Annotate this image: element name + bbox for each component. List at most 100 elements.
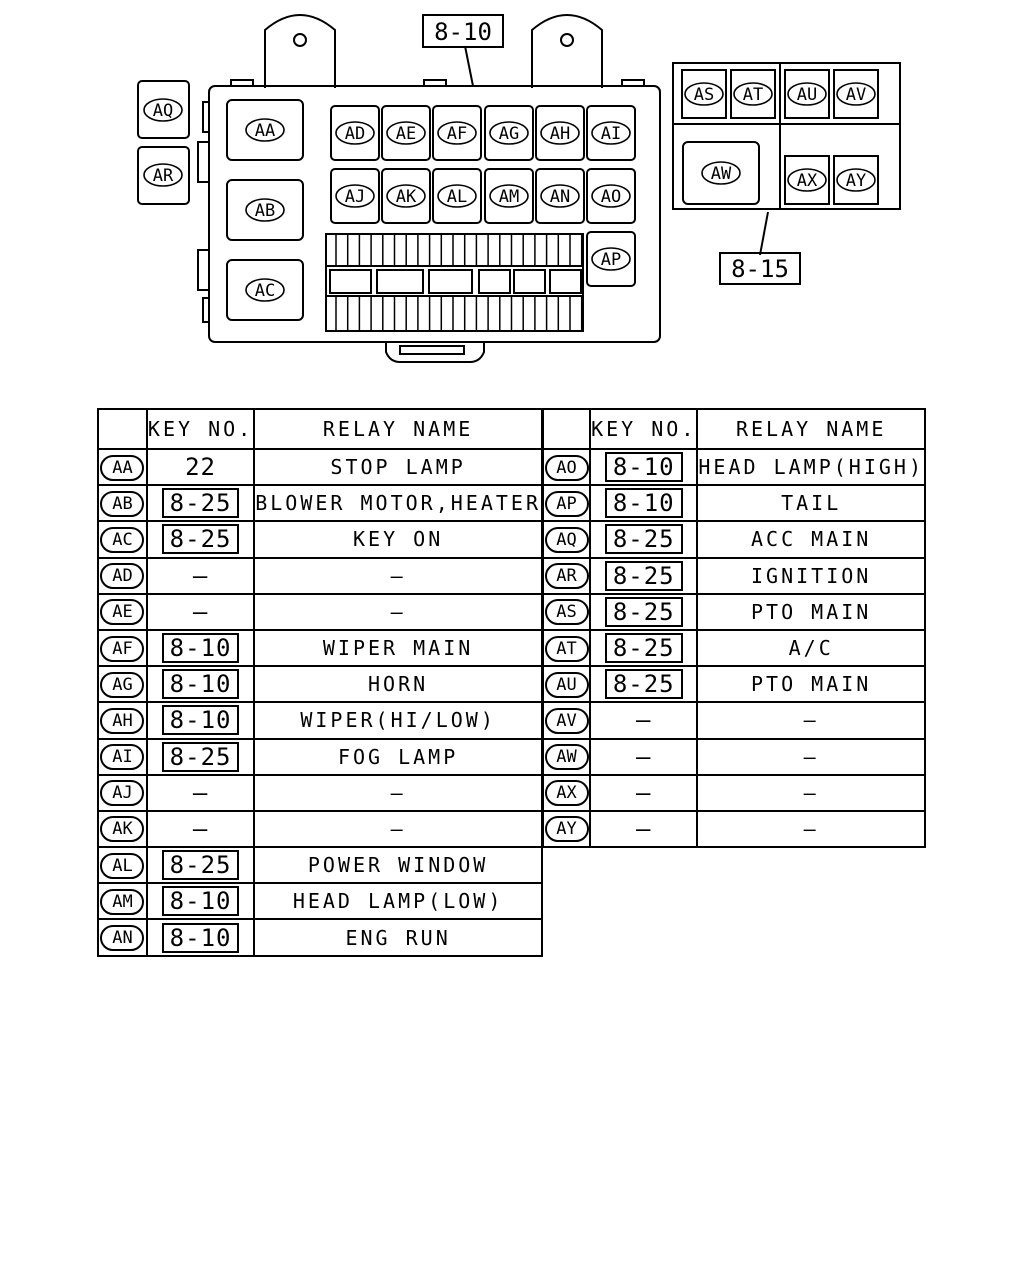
- sub-housing: [672, 62, 901, 210]
- key-no: —: [192, 597, 209, 626]
- svg-text:AP: AP: [601, 250, 621, 270]
- relay-slot-AW: [682, 141, 760, 205]
- relay-id: AT: [544, 635, 589, 662]
- relay-id-cell: AU: [541, 665, 592, 704]
- relay-id-cell: AV: [541, 701, 592, 740]
- key-no-cell: 8-25: [145, 846, 256, 885]
- svg-text:AC: AC: [255, 281, 275, 301]
- callout-label-main: 8-10: [434, 18, 492, 46]
- fuse-block: [325, 233, 584, 332]
- relay-id-cell: AR: [541, 556, 592, 595]
- relay-name: —: [696, 773, 926, 812]
- relay-label-AF: AF: [437, 121, 477, 145]
- callout-label-sub: 8-15: [731, 255, 789, 283]
- svg-text:AI: AI: [601, 124, 621, 144]
- relay-id-cell: AT: [541, 628, 592, 668]
- relay-id: AL: [100, 852, 145, 879]
- relay-name: PTO MAIN: [696, 665, 926, 704]
- relay-id-cell: AG: [97, 665, 148, 704]
- relay-id-cell: AA: [97, 447, 148, 487]
- key-no: —: [636, 706, 652, 735]
- relay-label-AE: AE: [386, 121, 426, 145]
- relay-name: POWER WINDOW: [253, 846, 543, 885]
- header-name: RELAY NAME: [253, 408, 543, 450]
- relay-name: FOG LAMP: [253, 737, 543, 776]
- relay-id-cell: AP: [541, 484, 592, 523]
- callout-box-8-10: [422, 14, 504, 48]
- relay-id: AO: [544, 454, 589, 481]
- key-no: —: [636, 778, 652, 807]
- svg-text:AH: AH: [550, 124, 570, 144]
- key-no-cell: 8-10: [145, 882, 256, 921]
- relay-id: AE: [100, 599, 145, 626]
- relay-name: WIPER(HI/LOW): [253, 701, 543, 740]
- relay-label-AQ: AQ: [143, 98, 183, 122]
- key-no: —: [192, 778, 209, 807]
- table-row: AO 8-10 HEAD LAMP(HIGH): [541, 447, 926, 487]
- header-id: [97, 408, 148, 450]
- key-no: —: [636, 814, 652, 843]
- fuse-box-diagram: AQ AR AA AB AC AD AE AF AG AH AI AJ AK A…: [137, 14, 901, 363]
- relay-label-AX: AX: [787, 168, 827, 192]
- table-row: AI 8-25 FOG LAMP: [97, 737, 543, 776]
- relay-id-cell: AF: [97, 628, 148, 668]
- relay-label-AH: AH: [540, 121, 580, 145]
- relay-id: AC: [100, 526, 145, 553]
- relay-name: HEAD LAMP(HIGH): [696, 447, 926, 487]
- relay-label-AL: AL: [437, 184, 477, 208]
- key-no-cell: 8-10: [145, 701, 256, 740]
- key-no: 8-10: [604, 452, 683, 483]
- header-id: [541, 408, 592, 450]
- key-no: —: [636, 742, 652, 771]
- key-no-cell: —: [589, 737, 699, 776]
- relay-id: AF: [100, 635, 145, 662]
- key-no: 8-10: [161, 705, 240, 736]
- header-name: RELAY NAME: [696, 408, 926, 450]
- relay-id: AP: [544, 490, 589, 517]
- key-no: 8-25: [161, 850, 240, 881]
- key-no: —: [192, 561, 209, 590]
- relay-id: AW: [544, 744, 589, 771]
- relay-id-cell: AI: [97, 737, 148, 776]
- relay-table-right: KEY NO. RELAY NAME AO 8-10 HEAD LAMP(HIGH)…: [541, 408, 926, 849]
- key-no-cell: 8-25: [589, 665, 699, 704]
- relay-label-AP: AP: [591, 247, 631, 271]
- relay-id: AY: [544, 816, 589, 843]
- key-no: 8-10: [161, 922, 240, 953]
- key-no: 22: [185, 453, 217, 482]
- key-no-cell: 8-25: [589, 520, 699, 559]
- relay-label-AT: AT: [733, 82, 773, 106]
- key-no-cell: 8-10: [145, 918, 256, 957]
- key-no: 8-25: [604, 524, 683, 555]
- relay-id: AI: [100, 744, 145, 771]
- header-key: KEY NO.: [589, 408, 699, 450]
- relay-label-AK: AK: [386, 184, 426, 208]
- relay-id-cell: AC: [97, 520, 148, 559]
- relay-label-AB: AB: [245, 198, 285, 222]
- relay-name: —: [253, 773, 543, 812]
- relay-name: IGNITION: [696, 556, 926, 595]
- table-row: AX——: [541, 773, 926, 812]
- key-no: 8-25: [161, 524, 240, 555]
- svg-text:AB: AB: [255, 201, 275, 221]
- key-no-cell: 8-25: [145, 520, 256, 559]
- key-no: 8-25: [604, 633, 683, 664]
- table-row: AD——: [97, 556, 543, 595]
- svg-text:AQ: AQ: [153, 101, 173, 121]
- relay-label-AO: AO: [591, 184, 631, 208]
- key-no: 8-25: [161, 488, 240, 519]
- relay-id: AR: [544, 563, 589, 590]
- table-row: AE——: [97, 592, 543, 631]
- key-no: 8-25: [161, 741, 240, 772]
- relay-slot-AQ: [137, 80, 190, 139]
- relay-id-cell: AQ: [541, 520, 592, 559]
- relay-id-cell: AY: [541, 809, 592, 849]
